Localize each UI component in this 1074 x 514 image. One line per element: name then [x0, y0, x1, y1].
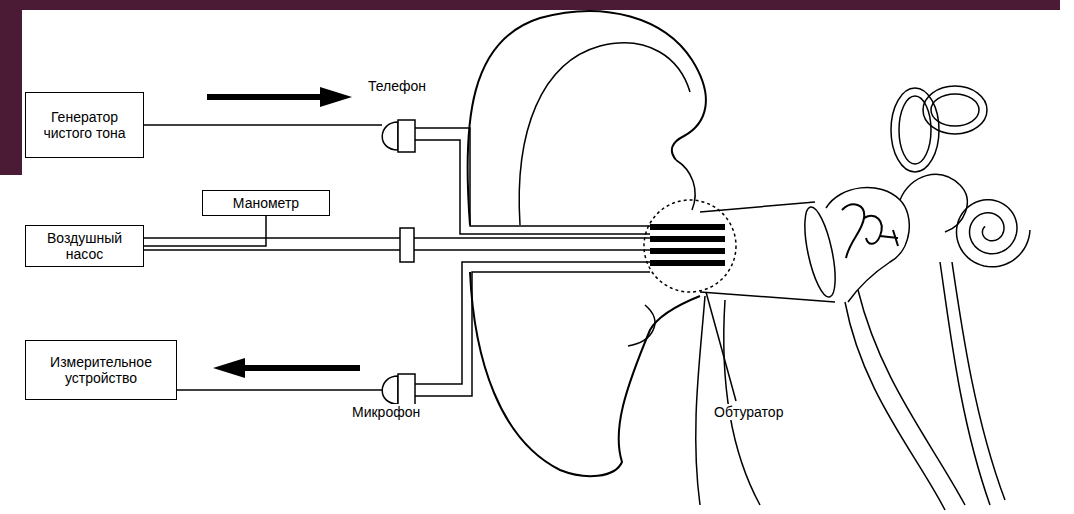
sound-tube — [415, 272, 650, 396]
nerve — [940, 262, 1005, 505]
signal-arrow — [207, 94, 322, 100]
probe-outline — [644, 200, 736, 292]
microphone-symbol — [398, 374, 415, 406]
telephone-label: Телефон — [366, 78, 428, 94]
manometer-box: Манометр — [202, 190, 330, 216]
skin-line — [696, 296, 705, 505]
middle-ear — [826, 188, 909, 302]
signal-arrow — [243, 365, 360, 371]
signal-arrow — [320, 87, 352, 107]
tube-coupler — [400, 228, 414, 262]
ear-canal — [700, 202, 815, 212]
air-tube — [142, 237, 650, 239]
tragus — [676, 160, 695, 210]
signal-arrow — [213, 358, 245, 378]
connector-line — [144, 216, 266, 246]
eardrum — [799, 205, 842, 300]
ossicle — [864, 216, 882, 244]
microphone-label: Микрофон — [350, 404, 422, 420]
microphone-symbol — [382, 376, 398, 404]
telephone-symbol — [382, 122, 398, 150]
signal-wire — [142, 124, 382, 126]
box-text: Манометр — [233, 195, 299, 211]
probe-tube — [650, 248, 725, 254]
probe-tube — [650, 236, 725, 242]
probe-tube — [650, 260, 725, 266]
box-text: Генератор чистого тона — [32, 109, 137, 141]
eustachian-tube — [845, 302, 945, 510]
sound-tube — [415, 262, 650, 384]
lobe — [470, 272, 700, 476]
semicircular-canal — [931, 94, 979, 126]
generator-box: Генератор чистого тона — [25, 92, 144, 158]
leader-line — [706, 292, 736, 401]
cochlea — [956, 200, 1030, 267]
ossicle — [842, 204, 864, 258]
semicircular-canal — [899, 96, 931, 164]
frame-band — [0, 0, 22, 175]
measuring-box: Измерительное устройство — [25, 340, 177, 400]
sound-tube — [415, 140, 650, 234]
helix — [467, 11, 705, 225]
ossicle — [880, 230, 898, 246]
antitragus — [628, 305, 655, 346]
sound-tube — [415, 128, 650, 226]
ear-canal — [700, 292, 835, 302]
frame-band — [0, 0, 1060, 10]
air-tube — [142, 249, 650, 251]
signal-wire — [175, 389, 382, 391]
semicircular-canal — [923, 86, 987, 134]
semicircular-canal — [891, 88, 939, 172]
box-text: Воздушный насос — [32, 230, 137, 262]
obturator-label: Обтуратор — [712, 404, 785, 420]
skin-line — [724, 300, 760, 505]
antihelix — [519, 43, 690, 225]
pump-box: Воздушный насос — [25, 225, 144, 267]
box-text: Измерительное устройство — [32, 354, 170, 386]
telephone-symbol — [398, 120, 415, 152]
probe-tube — [650, 224, 725, 230]
